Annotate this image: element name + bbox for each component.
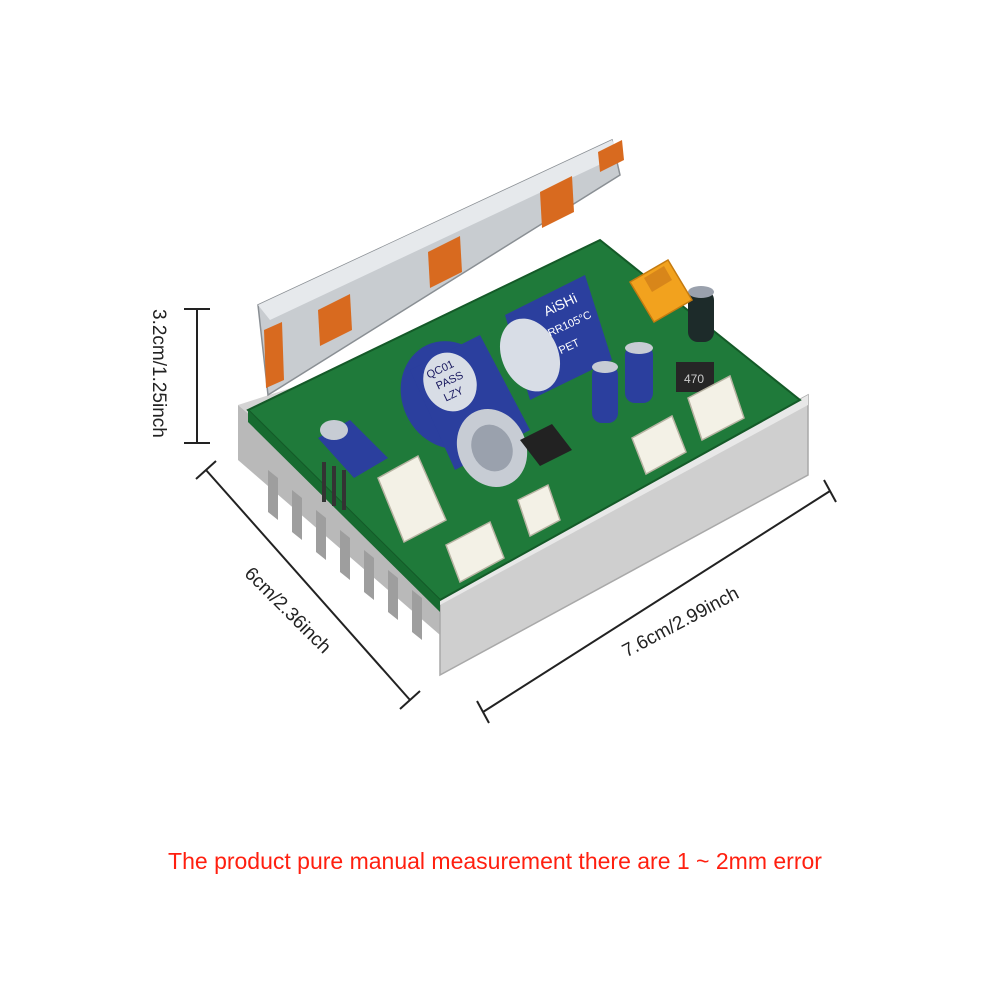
large-capacitor-left: QC01 PASS LZY xyxy=(400,335,530,487)
small-capacitor xyxy=(318,420,388,478)
small-capacitor xyxy=(592,361,618,423)
thermal-pad xyxy=(598,140,624,172)
white-connector xyxy=(517,483,561,538)
inductor-marking: 470 xyxy=(684,372,704,386)
white-connector xyxy=(631,414,687,476)
small-capacitor xyxy=(625,342,653,403)
dimension-line-length xyxy=(476,479,837,724)
small-capacitor-black xyxy=(688,286,714,342)
white-connector xyxy=(445,520,505,584)
rear-heat-rail xyxy=(257,138,624,397)
large-capacitor-right: AiSHi RR105°C PET xyxy=(499,275,612,400)
thermal-pad xyxy=(540,176,574,228)
dimension-line-width xyxy=(195,460,421,710)
thermal-pad xyxy=(318,294,352,346)
heatsink-fins xyxy=(268,470,422,640)
measurement-note: The product pure manual measurement ther… xyxy=(168,848,822,874)
ic-chip xyxy=(520,424,572,466)
dimension-height-label: 3.2cm/1.25inch xyxy=(148,309,169,438)
header-pins xyxy=(322,462,346,510)
dimension-line-height xyxy=(184,308,210,444)
white-connector xyxy=(687,374,745,442)
thermal-pad xyxy=(428,236,462,288)
white-connector xyxy=(377,454,447,544)
xt-power-connector xyxy=(628,258,694,324)
thermal-pad xyxy=(264,322,284,388)
